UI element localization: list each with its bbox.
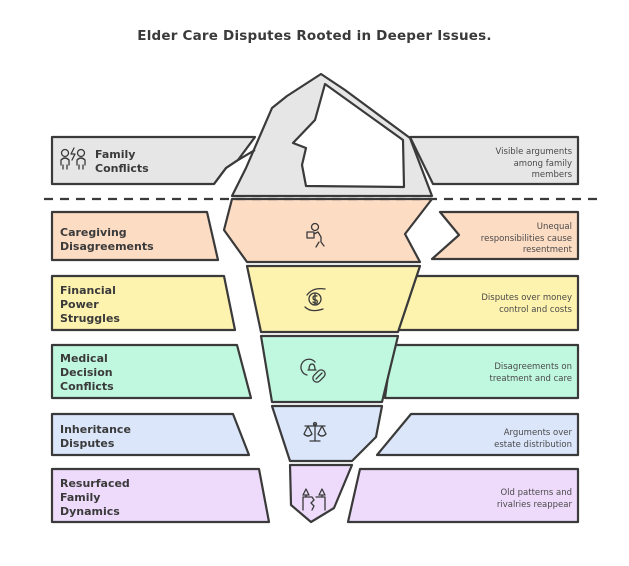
layer-label-line: Conflicts [60,380,114,393]
caregiver-carrying-box-icon [306,222,325,248]
layer-label-line: Struggles [60,312,120,325]
scales-icon [303,421,327,442]
layer-description-line: resentment [522,245,572,255]
layer-description-line: Visible arguments [495,147,572,157]
layer-description-line: members [531,170,572,180]
layer-label-line: Decision [60,366,113,379]
layer-description-line: Unequal [536,222,572,232]
layer-description-line: among family [513,158,572,169]
iceberg-layer-6 [288,463,354,524]
layer-description-line: rivalries reappear [496,499,572,510]
layer-description-line: Disputes over money [481,293,572,303]
layer-label-line: Dynamics [60,505,120,518]
left-panel-6 [50,467,271,524]
layer-label-line: Disputes [60,437,115,450]
layer-label-line: Family [95,148,136,161]
left-panel-2 [50,210,220,262]
iceberg-crack [213,149,256,185]
layer-description-line: Disagreements on [494,362,572,372]
layer-description-line: Arguments over [503,428,572,438]
layer-description-line: treatment and care [489,373,572,384]
diagram-title: Elder Care Disputes Rooted in Deeper Iss… [137,28,492,44]
iceberg-layer-3 [245,264,422,334]
layer-description-line: estate distribution [494,439,572,450]
medical-pill-icon [300,358,326,383]
layer-label-line: Conflicts [95,162,149,175]
layer-label-line: Medical [60,352,108,365]
layer-label-line: Caregiving [60,226,127,239]
iceberg-layer-2 [222,197,434,264]
family-conflict-icon [60,147,86,170]
right-panel-6 [346,467,580,524]
left-panel-4 [50,343,253,400]
layer-label-line: Power [60,298,99,311]
layer-label-line: Inheritance [60,423,131,436]
right-panel-2 [430,210,580,261]
layer-description-line: Old patterns and [500,488,572,498]
right-panel-1 [408,135,580,186]
left-panel-1 [50,135,257,186]
layer-label-line: Financial [60,284,116,297]
right-panel-5 [375,412,580,457]
layer-label-line: Resurfaced [60,477,130,490]
broken-candles-icon [302,488,326,511]
left-panel-5 [50,412,251,457]
left-panel-3 [50,274,237,332]
hands-holding-money-icon [304,287,326,312]
layer-description-line: control and costs [499,304,572,315]
layer-label-line: Family [60,491,101,504]
iceberg-layer-4 [259,334,400,404]
layer-label-line: Disagreements [60,240,154,253]
iceberg-snow-face [291,82,406,189]
layer-description-line: responsibilities cause [480,233,572,244]
iceberg-layer-5 [270,404,384,463]
